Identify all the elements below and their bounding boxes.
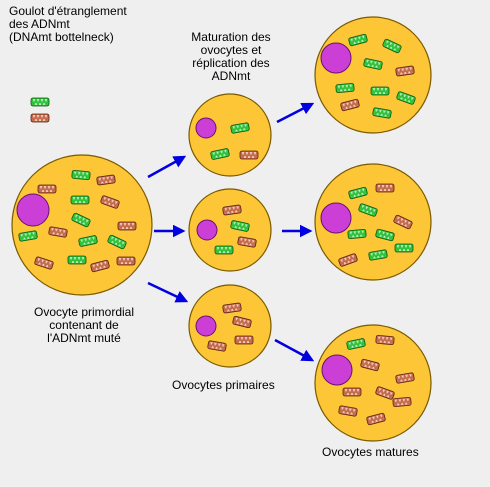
- primordial-oocyte: [11, 154, 153, 296]
- arrow-primordial-to-top: [147, 155, 187, 179]
- arrow-bottom-to-mature: [274, 338, 315, 362]
- primary-oocyte-middle: [188, 188, 272, 272]
- primary-oocyte-bottom: [188, 284, 272, 368]
- primordial-oocyte-label: Ovocyte primordial contenant de l'ADNmt …: [33, 305, 135, 345]
- arrows: [147, 102, 315, 362]
- mature-oocytes-label: Ovocytes matures: [322, 445, 419, 459]
- primary-oocyte-top: [188, 93, 272, 177]
- mature-oocyte-top: [314, 16, 432, 134]
- arrow-top-to-mature: [276, 102, 315, 124]
- mutant-mitochondrion-icon: [30, 113, 50, 123]
- maturation-label: Maturation des ovocytes et réplication d…: [191, 30, 271, 83]
- mature-oocyte-bottom: [314, 324, 432, 442]
- diagram-title: Goulot d'étranglement des ADNmt (DNAmt b…: [9, 4, 127, 44]
- legend: [30, 97, 50, 123]
- normal-mitochondrion-icon: [30, 97, 50, 107]
- arrow-primordial-to-bottom: [147, 281, 189, 303]
- nucleus: [16, 193, 50, 227]
- mature-oocyte-middle: [314, 163, 432, 281]
- primary-oocytes-label: Ovocytes primaires: [172, 378, 275, 392]
